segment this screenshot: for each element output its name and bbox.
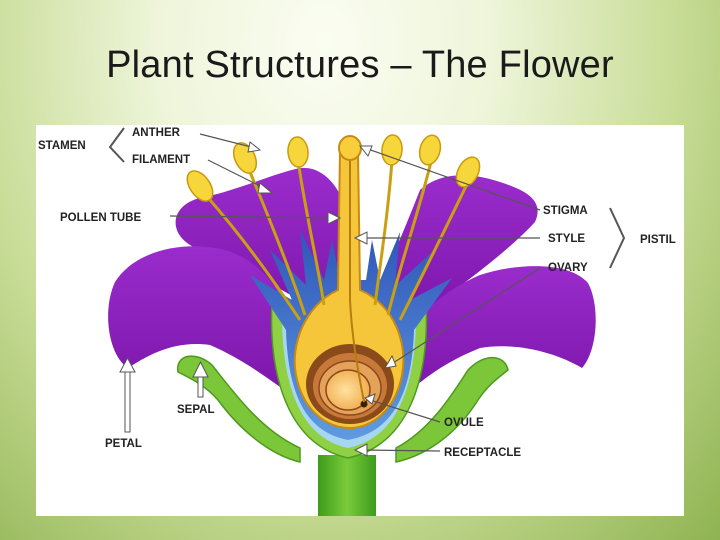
stigma — [338, 135, 362, 161]
flower-diagram: STAMEN ANTHER FILAMENT POLLEN TUBE STIGM… — [36, 125, 684, 516]
slide-title: Plant Structures – The Flower — [106, 44, 614, 86]
label-stigma: STIGMA — [543, 205, 588, 217]
pointer-lines — [169, 133, 541, 452]
egg-cell — [360, 400, 368, 408]
label-ovary: OVARY — [548, 262, 588, 274]
sepal-right — [395, 356, 509, 463]
label-petal: PETAL — [105, 438, 142, 450]
label-style: STYLE — [548, 233, 585, 245]
label-stamen: STAMEN — [38, 140, 86, 152]
label-ovule: OVULE — [444, 417, 484, 429]
label-pollen-tube: POLLEN TUBE — [60, 212, 141, 224]
label-filament: FILAMENT — [132, 154, 190, 166]
stamen-bracket — [108, 127, 125, 163]
label-receptacle: RECEPTACLE — [444, 447, 521, 459]
pollen-tube — [349, 160, 365, 403]
label-sepal: SEPAL — [177, 404, 215, 416]
petal-right — [395, 266, 596, 405]
label-anther: ANTHER — [132, 127, 181, 139]
sepal-left — [177, 355, 301, 463]
pointer-arrows — [247, 141, 397, 457]
stem — [318, 455, 376, 516]
label-pistil: PISTIL — [640, 234, 676, 246]
vertical-arrows — [119, 356, 209, 433]
anthers — [186, 134, 481, 202]
petal-left — [108, 246, 305, 405]
pistil-bracket — [609, 207, 626, 269]
